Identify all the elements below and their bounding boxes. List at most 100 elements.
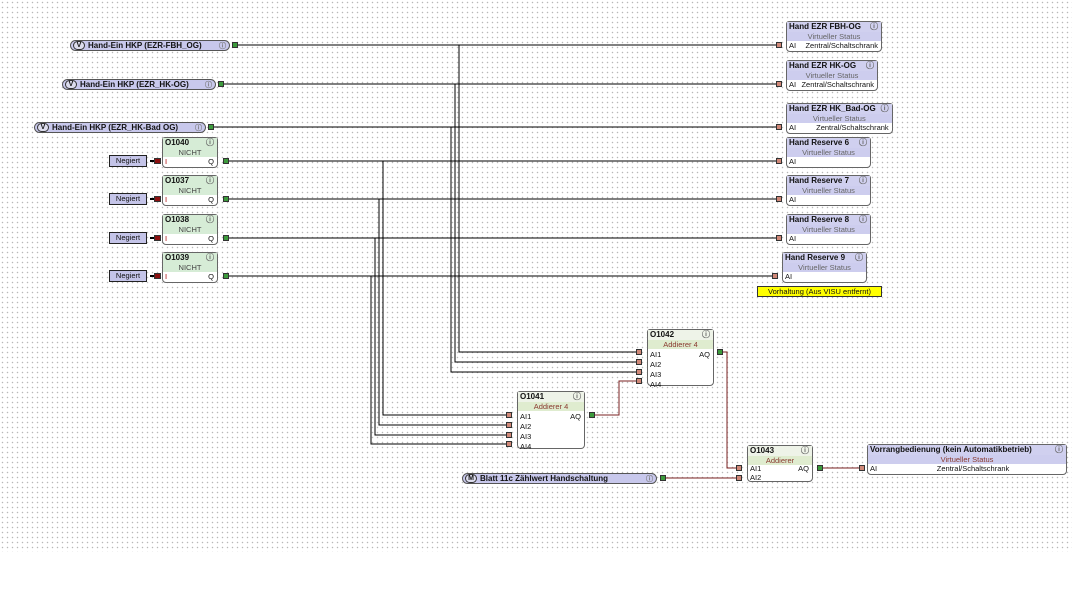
info-icon[interactable]: ⓘ bbox=[859, 138, 867, 147]
negated-input-pin[interactable] bbox=[154, 273, 161, 279]
pin-label: AI1 bbox=[750, 464, 762, 473]
pin-label: Q bbox=[208, 195, 214, 204]
block-title: Hand EZR HK-OG bbox=[789, 61, 857, 70]
info-icon[interactable]: ⓘ bbox=[195, 124, 202, 132]
output-pin[interactable] bbox=[223, 196, 229, 202]
info-icon[interactable]: ⓘ bbox=[859, 215, 867, 224]
pin-label: AI bbox=[789, 80, 797, 89]
input-pin[interactable] bbox=[736, 465, 742, 471]
comment-note[interactable]: Vorhaltung (Aus VISU entfernt) bbox=[757, 286, 882, 297]
info-icon[interactable]: ⓘ bbox=[870, 22, 878, 31]
info-icon[interactable]: ⓘ bbox=[866, 61, 874, 70]
pin-label: AI bbox=[789, 234, 797, 243]
input-pin[interactable] bbox=[776, 158, 782, 164]
block-id: O1037 bbox=[165, 176, 190, 185]
pin-label: AQ bbox=[570, 412, 581, 421]
wire bbox=[592, 380, 639, 416]
info-icon[interactable]: ⓘ bbox=[219, 42, 226, 50]
output-pin[interactable] bbox=[589, 412, 595, 418]
output-pin[interactable] bbox=[223, 158, 229, 164]
output-pin[interactable] bbox=[717, 349, 723, 355]
input-pin[interactable] bbox=[859, 465, 865, 471]
block-title: Vorrangbedienung (kein Automatikbetrieb) bbox=[870, 445, 1032, 454]
output-pin[interactable] bbox=[232, 42, 238, 48]
output-pin[interactable] bbox=[223, 273, 229, 279]
wire bbox=[450, 127, 639, 373]
info-icon[interactable]: ⓘ bbox=[205, 81, 212, 89]
block-id: O1042 bbox=[650, 330, 675, 339]
output-pin[interactable] bbox=[223, 235, 229, 241]
block-title: Hand Reserve 6 bbox=[789, 138, 850, 147]
info-icon[interactable]: ⓘ bbox=[206, 138, 214, 147]
negated-input-pin[interactable] bbox=[154, 196, 161, 202]
pin-label: AI3 bbox=[650, 370, 662, 379]
info-icon[interactable]: ⓘ bbox=[573, 392, 581, 401]
input-pin[interactable] bbox=[636, 369, 642, 375]
info-icon[interactable]: ⓘ bbox=[646, 475, 653, 483]
info-icon[interactable]: ⓘ bbox=[702, 330, 710, 339]
block-id: O1038 bbox=[165, 215, 190, 224]
negiert-label[interactable]: Negiert bbox=[109, 232, 147, 244]
info-icon[interactable]: ⓘ bbox=[801, 446, 809, 455]
block-type: Addierer 4 bbox=[648, 340, 713, 349]
output-pin[interactable] bbox=[817, 465, 823, 471]
block-id: O1039 bbox=[165, 253, 190, 262]
negiert-label[interactable]: Negiert bbox=[109, 193, 147, 205]
location-label: Zentral/Schaltschrank bbox=[801, 80, 874, 89]
input-pin[interactable] bbox=[772, 273, 778, 279]
output-pin[interactable] bbox=[208, 124, 214, 130]
input-pin[interactable] bbox=[506, 422, 512, 428]
negiert-label[interactable]: Negiert bbox=[109, 155, 147, 167]
input-pin[interactable] bbox=[506, 412, 512, 418]
block-status: Virtueller Status bbox=[868, 455, 1066, 464]
output-pin[interactable] bbox=[660, 475, 666, 481]
output-vorrangbedienung[interactable]: Vorrangbedienung (kein Automatikbetrieb)… bbox=[867, 444, 1067, 475]
input-pin[interactable] bbox=[776, 196, 782, 202]
info-icon[interactable]: ⓘ bbox=[880, 104, 889, 113]
input-pin[interactable] bbox=[636, 359, 642, 365]
input-pin[interactable] bbox=[776, 81, 782, 87]
block-type: NICHT bbox=[163, 148, 217, 157]
input-pin[interactable] bbox=[636, 378, 642, 384]
info-icon[interactable]: ⓘ bbox=[855, 253, 863, 262]
info-icon[interactable]: ⓘ bbox=[1055, 445, 1063, 454]
info-icon[interactable]: ⓘ bbox=[206, 215, 214, 224]
input-pin[interactable] bbox=[776, 235, 782, 241]
input-pin[interactable] bbox=[776, 42, 782, 48]
input-pin[interactable] bbox=[776, 124, 782, 130]
negated-input-pin[interactable] bbox=[154, 235, 161, 241]
negiert-label[interactable]: Negiert bbox=[109, 270, 147, 282]
pin-label: I bbox=[165, 272, 168, 281]
info-icon[interactable]: ⓘ bbox=[206, 176, 214, 185]
input-pin[interactable] bbox=[506, 441, 512, 447]
input-label: Hand-Ein HKP (EZR_HK-OG) bbox=[80, 80, 189, 89]
output-pin[interactable] bbox=[218, 81, 224, 87]
info-icon[interactable]: ⓘ bbox=[859, 176, 867, 185]
input-pin[interactable] bbox=[636, 349, 642, 355]
negated-input-pin[interactable] bbox=[154, 158, 161, 164]
info-icon[interactable]: ⓘ bbox=[206, 253, 214, 262]
pin-label: Q bbox=[208, 157, 214, 166]
block-title: Hand EZR HK_Bad-OG bbox=[789, 104, 876, 113]
input-pin[interactable] bbox=[736, 475, 742, 481]
input-pin[interactable] bbox=[506, 432, 512, 438]
pin-label: AI2 bbox=[750, 473, 762, 482]
